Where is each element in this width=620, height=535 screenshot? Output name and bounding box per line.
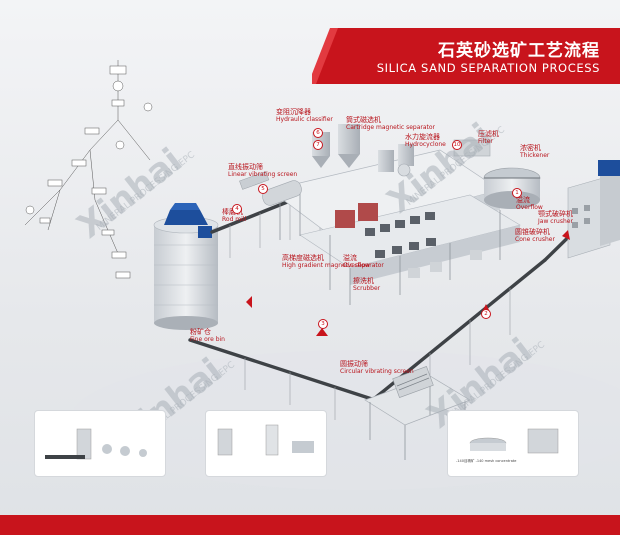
step-marker: 7 bbox=[313, 140, 323, 150]
title-chinese: 石英砂选矿工艺流程 bbox=[438, 41, 600, 61]
step-marker: 6 bbox=[313, 128, 323, 138]
footer-bar bbox=[0, 515, 620, 535]
step-marker: 3 bbox=[318, 319, 328, 329]
inset-equipment bbox=[469, 428, 559, 454]
crushing-building bbox=[567, 160, 620, 259]
inset-panel-3: -140目精矿 -140 mesh concentrate bbox=[447, 410, 579, 477]
inset-equipment bbox=[45, 428, 147, 460]
step-marker: 5 bbox=[258, 184, 268, 194]
rod-mill bbox=[262, 180, 302, 206]
step-marker: 1 bbox=[512, 188, 522, 198]
main-plant bbox=[239, 124, 521, 305]
title-english: SILICA SAND SEPARATION PROCESS bbox=[376, 61, 600, 75]
inset-panel-1 bbox=[34, 410, 166, 477]
mini-flowchart bbox=[24, 60, 153, 279]
fine-ore-bin-silo bbox=[153, 203, 219, 330]
inset-panel-2 bbox=[205, 410, 327, 477]
inset-equipment bbox=[217, 424, 314, 456]
step-marker: 4 bbox=[232, 204, 242, 214]
label-concentrate: -140目精矿 -140 mesh concentrate bbox=[456, 459, 517, 463]
step-marker: 10 bbox=[452, 140, 462, 150]
title-banner bbox=[312, 28, 620, 84]
step-marker: 2 bbox=[481, 309, 491, 319]
